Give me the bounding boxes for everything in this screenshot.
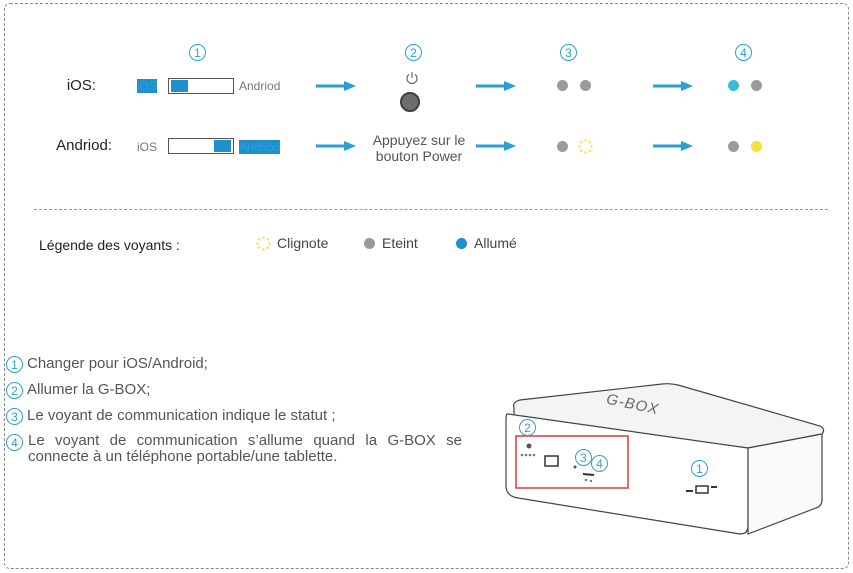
led-off-icon <box>728 141 739 152</box>
legend-title: Légende des voyants : <box>39 237 180 253</box>
android-switch-right-label: Andriod <box>239 140 281 154</box>
led-on-icon <box>728 80 739 91</box>
led-yellow-icon <box>751 141 762 152</box>
ios-switch-right-label: Andriod <box>239 79 281 93</box>
legend-off-label: Eteint <box>382 235 418 251</box>
instruction-item: 4 Le voyant de communication s’allume qu… <box>6 433 462 485</box>
device-callout-4: 4 <box>591 455 608 472</box>
instruction-number: 4 <box>6 434 23 451</box>
arrow-icon <box>653 81 693 91</box>
blink-icon <box>578 139 593 154</box>
led-off-icon <box>751 80 762 91</box>
on-dot-icon <box>456 238 467 249</box>
instruction-text: Le voyant de communication indique le st… <box>27 407 336 424</box>
instruction-number: 3 <box>6 408 23 425</box>
g-box-device-illustration <box>505 383 825 535</box>
legend-blink-label: Clignote <box>277 235 329 251</box>
led-off-icon <box>580 80 591 91</box>
power-instruction-text: Appuyez sur le bouton Power <box>372 132 466 164</box>
arrow-icon <box>476 141 516 151</box>
device-callout-2: 2 <box>519 419 536 436</box>
instruction-number: 2 <box>6 382 23 399</box>
power-icon <box>406 72 418 85</box>
led-off-icon <box>557 141 568 152</box>
legend-on-label: Allumé <box>474 235 517 251</box>
arrow-icon <box>476 81 516 91</box>
instruction-text: Changer pour iOS/Android; <box>27 355 208 372</box>
arrow-icon <box>316 141 356 151</box>
diagram-frame <box>4 3 849 569</box>
led-off-icon <box>557 80 568 91</box>
instruction-number: 1 <box>6 356 23 373</box>
android-row-label: Andriod: <box>56 137 112 154</box>
ios-row-label: iOS: <box>66 77 96 94</box>
section-divider <box>34 209 828 210</box>
step-3-marker: 3 <box>560 44 577 61</box>
arrow-icon <box>653 141 693 151</box>
step-2-marker: 2 <box>405 44 422 61</box>
android-switch-left-label: iOS <box>137 140 158 154</box>
off-dot-icon <box>364 238 375 249</box>
switch-knob <box>214 140 231 152</box>
switch-knob <box>171 80 188 92</box>
android-mode-switch <box>168 138 234 154</box>
device-callout-3: 3 <box>575 449 592 466</box>
step-4-marker: 4 <box>735 44 752 61</box>
step-1-marker: 1 <box>189 44 206 61</box>
device-callout-1: 1 <box>691 460 708 477</box>
instruction-text: Allumer la G-BOX; <box>27 381 151 398</box>
power-button-icon <box>400 92 420 112</box>
ios-switch-left-label: iOS <box>137 79 158 93</box>
arrow-icon <box>316 81 356 91</box>
instruction-text: Le voyant de communication s’allume quan… <box>28 432 462 465</box>
ios-mode-switch <box>168 78 234 94</box>
blink-icon <box>256 236 271 251</box>
